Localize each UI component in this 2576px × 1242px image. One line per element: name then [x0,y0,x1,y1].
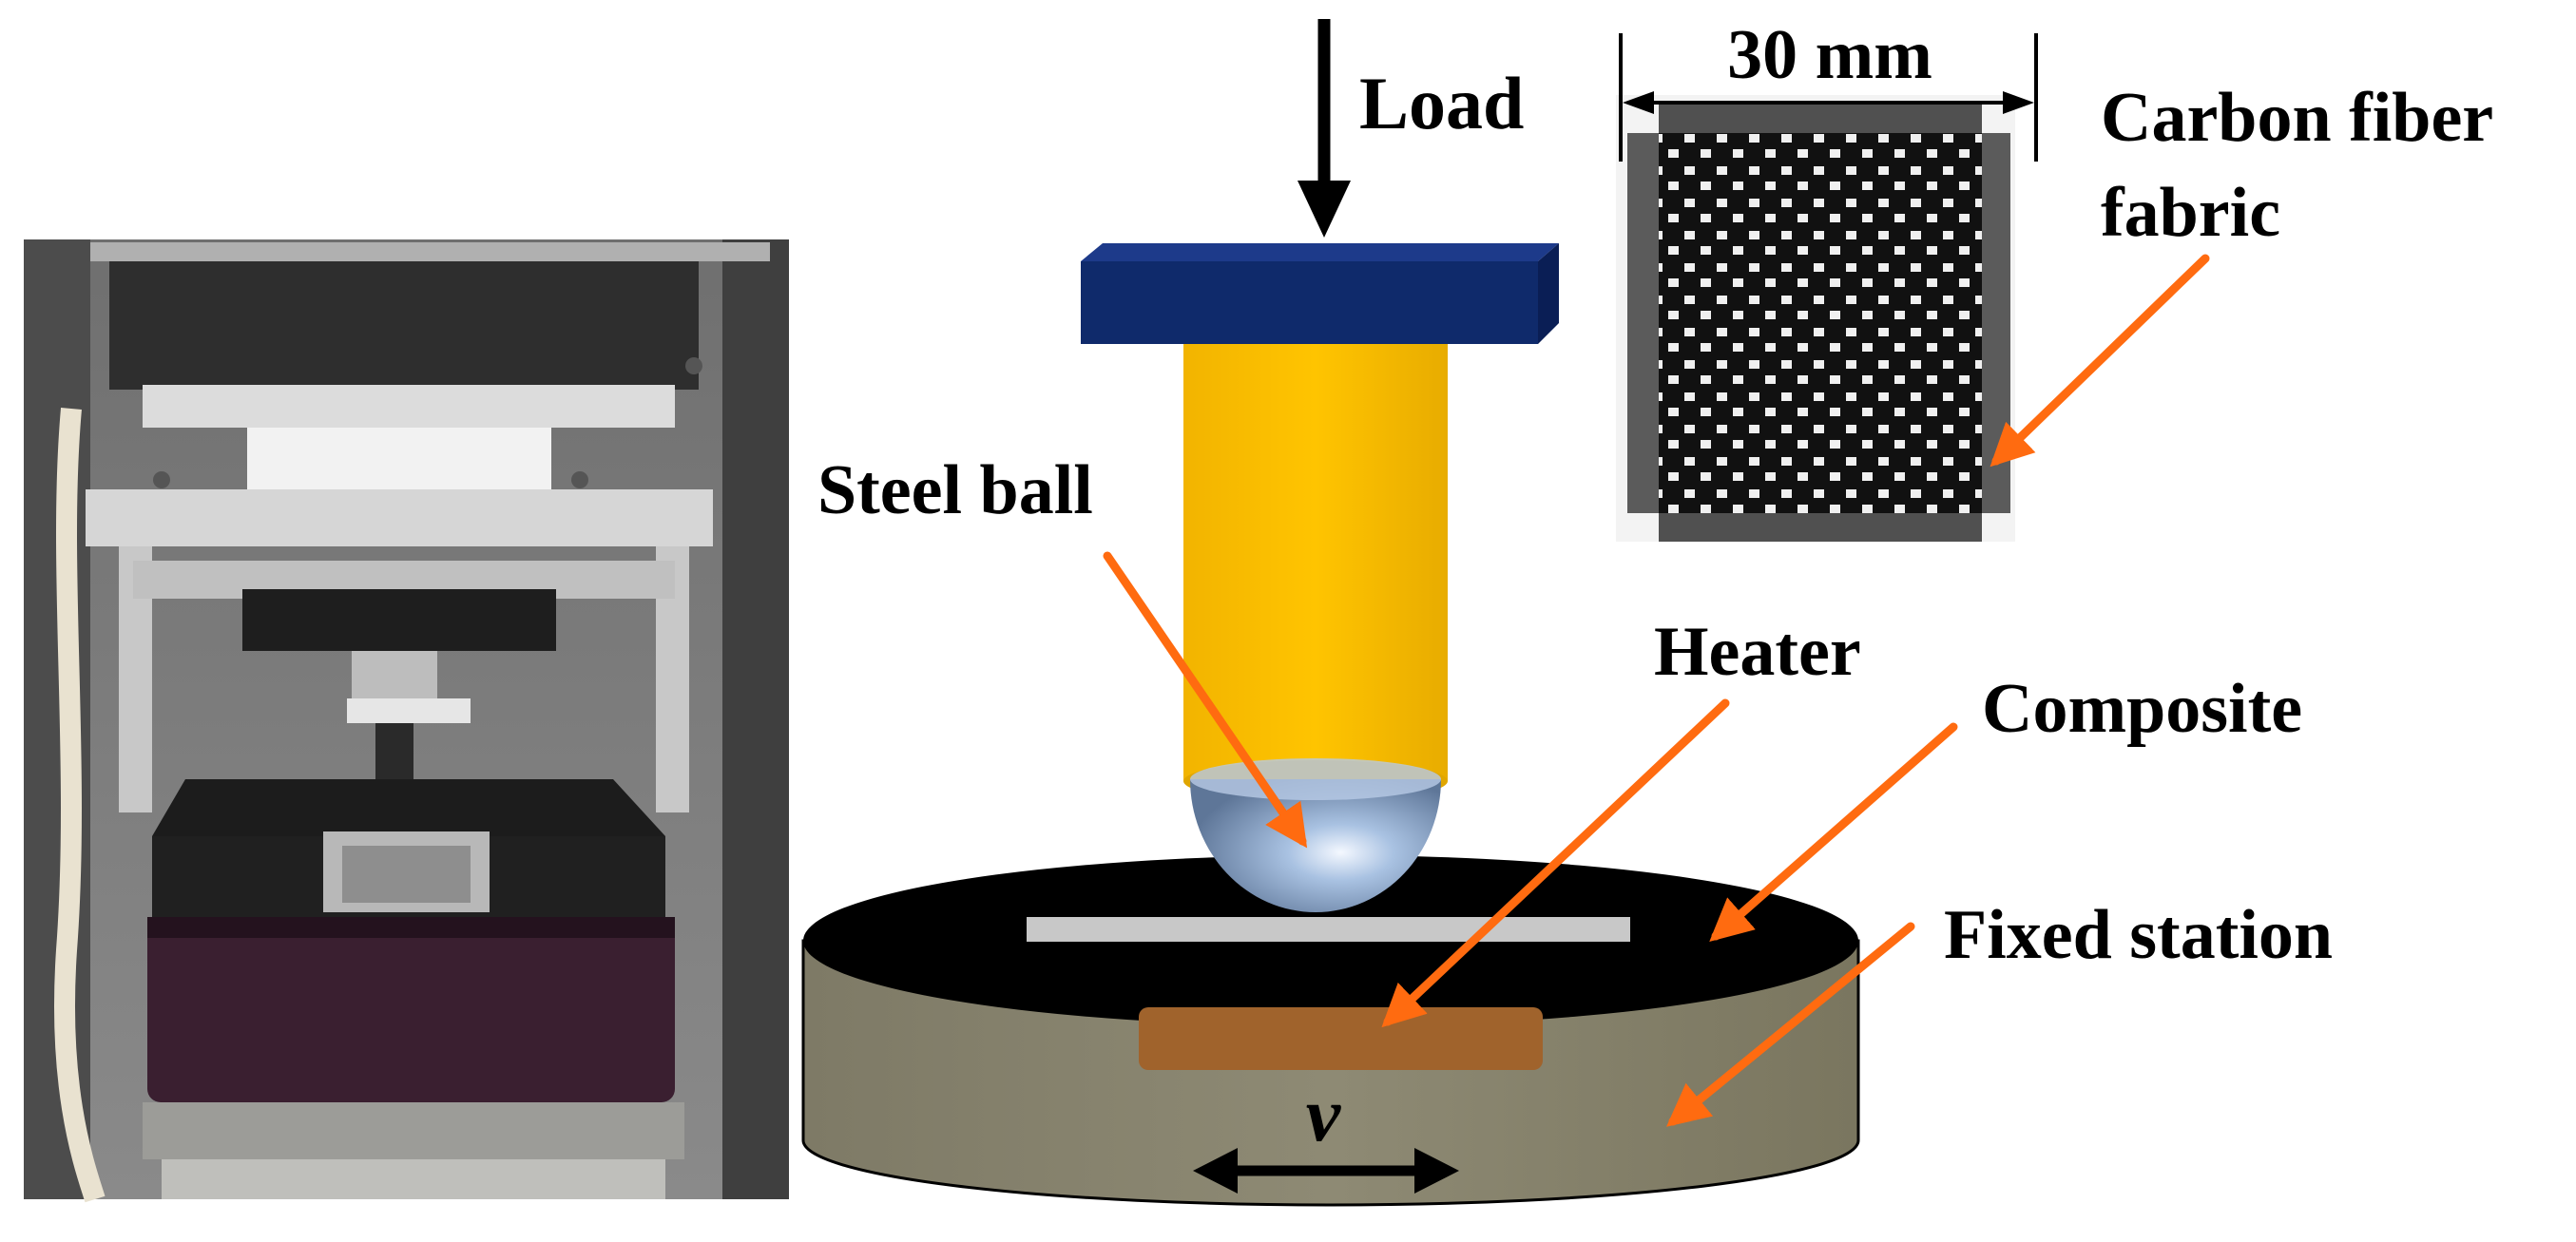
load-plate-side [1538,243,1559,344]
aluminium-frame [86,489,713,546]
clamp [347,698,471,723]
steel-ball-label: Steel ball [817,451,1093,529]
dimension-head-left [1623,91,1654,114]
load-plate-front [1081,261,1538,344]
fixed-station-pointer-arrow [1666,922,1915,1127]
fabric-pointer-arrow [1990,254,2210,468]
heater-pointer-arrow [1381,698,1730,1028]
stage-window-inner [342,846,471,903]
fabric-fringe-left [1627,133,1659,513]
carbon-fiber-fabric [1616,95,2015,542]
load-arrow-head [1298,181,1351,238]
velocity-arrow-head-right [1414,1148,1459,1194]
velocity-arrow-head-left [1193,1148,1238,1194]
steel-ball-top [1190,758,1441,800]
composite-pointer-arrow [1709,722,1958,942]
stage-base [143,1102,684,1159]
load-cell-block [242,589,556,651]
screw-3 [685,357,702,374]
fabric-fringe-top [1659,105,1982,133]
fabric-label-line1: Carbon fiber [2101,79,2493,157]
velocity-label: v [1306,1071,1342,1157]
top-dark-block [109,257,699,390]
fabric-fringe-bottom [1659,513,1982,542]
white-plate-middle [247,428,551,489]
cylinder [1183,344,1448,802]
heater-label: Heater [1654,613,1861,691]
steel-ball-body [1190,779,1441,912]
top-rail [90,242,770,261]
load-plate-top [1081,243,1559,261]
load-arrow [1298,19,1351,238]
white-plate-upper [143,385,675,428]
composite-label: Composite [1982,670,2302,748]
screw-1 [153,471,170,488]
stage-body [147,917,675,1102]
cylinder-body [1183,344,1448,781]
stage-body-edge [147,917,675,938]
fabric-label-line2: fabric [2101,174,2280,252]
steel-ball-pointer-arrow [1103,551,1308,849]
heater-block [1139,1007,1543,1070]
load-plate [1081,243,1559,344]
sample-strip [1027,917,1630,942]
photo-right-frame [722,239,789,1199]
fixed-station-label: Fixed station [1944,896,2333,974]
stage-top [152,779,665,836]
stage-foot [162,1159,665,1199]
cable [54,408,106,1203]
dimension-head-right [2003,91,2034,114]
fabric-weave [1659,133,1982,513]
load-label: Load [1359,62,1524,144]
velocity-arrow [1193,1148,1459,1194]
pointer-arrows [1103,254,2210,1127]
fixed-station [801,855,1860,1207]
dimension-marker [1619,33,2038,162]
apparatus-photo [24,239,789,1203]
screw-2 [571,471,588,488]
dimension-label: 30 mm [1727,16,1932,94]
